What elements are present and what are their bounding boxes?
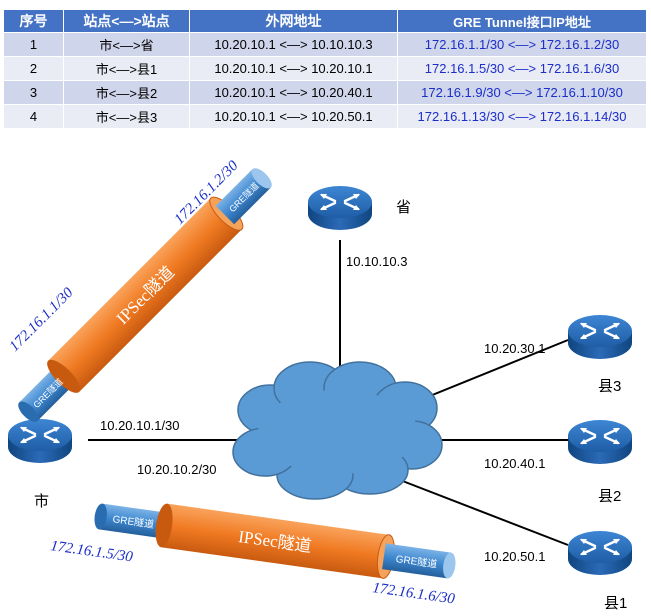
router-xian2	[566, 418, 634, 466]
cell-wan: 10.20.10.1 <—> 10.10.10.3	[189, 32, 398, 57]
ip-label: 172.16.1.6/30	[371, 580, 456, 607]
gre-pipe-a	[98, 503, 168, 539]
internet-cloud	[232, 361, 443, 500]
header-gre: GRE Tunnel接口IP地址	[397, 9, 647, 33]
header-no: 序号	[3, 9, 64, 33]
ip-label-xian1: 10.20.50.1	[484, 549, 546, 564]
gre-pipe-b	[215, 169, 271, 225]
table-header-row: 序号 站点<—>站点 外网地址 GRE Tunnel接口IP地址	[3, 9, 647, 33]
table-row: 4 市<—>县3 10.20.10.1 <—> 10.20.50.1 172.1…	[3, 104, 647, 129]
ip-label-sheng: 10.10.10.3	[346, 254, 408, 269]
header-wan: 外网地址	[189, 9, 398, 33]
router-sheng	[306, 184, 374, 232]
cell-gre: 172.16.1.9/30 <—> 172.16.1.10/30	[397, 80, 647, 105]
router-shi	[6, 417, 74, 465]
ipsec-pipe	[161, 503, 389, 579]
ip-label-shi-gw: 10.20.10.2/30	[137, 462, 217, 477]
cell-sites: 市<—>县3	[63, 104, 190, 129]
site-name-xian3: 县3	[598, 378, 622, 395]
cell-sites: 市<—>省	[63, 32, 190, 57]
site-name-shi: 市	[34, 493, 50, 510]
ip-label: 172.16.1.5/30	[49, 538, 134, 565]
ip-label-xian3: 10.20.30.1	[484, 341, 546, 356]
cell-gre: 172.16.1.13/30 <—> 172.16.1.14/30	[397, 104, 647, 129]
gre-pipe-b	[382, 543, 452, 579]
connection-table: 序号 站点<—>站点 外网地址 GRE Tunnel接口IP地址 1 市<—>省…	[3, 9, 647, 129]
tunnel-lower: IPSec隧道 GRE隧道 GRE隧道	[94, 503, 456, 579]
link-xian3	[419, 339, 569, 401]
site-name-xian2: 县2	[598, 488, 622, 505]
cell-no: 4	[3, 104, 64, 129]
cell-wan: 10.20.10.1 <—> 10.20.50.1	[189, 104, 398, 129]
cell-no: 1	[3, 32, 64, 57]
cell-wan: 10.20.10.1 <—> 10.20.10.1	[189, 56, 398, 81]
cell-sites: 市<—>县2	[63, 80, 190, 105]
links	[88, 240, 569, 546]
tunnel-upper: IPSec隧道 GRE隧道 GRE隧道	[18, 168, 272, 422]
cell-no: 3	[3, 80, 64, 105]
link-xian1	[399, 479, 569, 546]
router-xian3	[566, 313, 634, 361]
table-row: 3 市<—>县2 10.20.10.1 <—> 10.20.40.1 172.1…	[3, 80, 647, 105]
ip-label-shi: 10.20.10.1/30	[100, 418, 180, 433]
cell-no: 2	[3, 56, 64, 81]
ip-label-xian2: 10.20.40.1	[484, 456, 546, 471]
site-name-sheng: 省	[396, 199, 412, 216]
site-name-xian1: 县1	[604, 595, 628, 612]
ipsec-pipe	[48, 198, 242, 392]
router-xian1	[566, 529, 634, 577]
cell-wan: 10.20.10.1 <—> 10.20.40.1	[189, 80, 398, 105]
